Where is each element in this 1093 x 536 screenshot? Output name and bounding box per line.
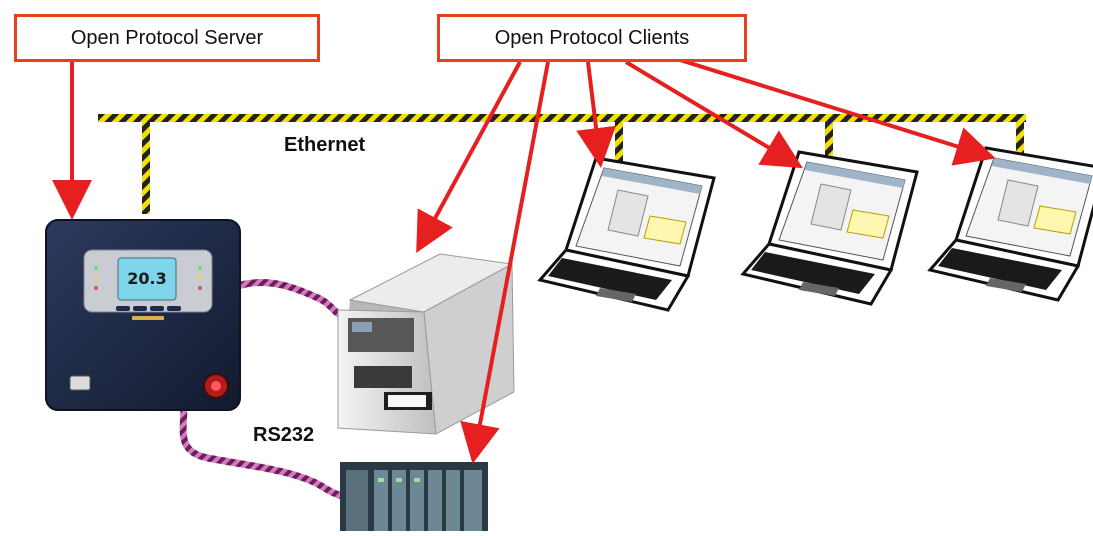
arrow-clients-to-laptop-1 <box>576 61 616 168</box>
laptop-3 <box>927 146 1093 302</box>
arrow-clients-to-laptop-3 <box>679 58 996 166</box>
ethernet-label: Ethernet <box>284 134 366 156</box>
controller-screen <box>117 257 177 301</box>
ethernet-drop-laptop-1 <box>615 118 623 170</box>
ethernet-bus <box>98 114 1026 214</box>
laptop-2 <box>740 150 919 306</box>
rs232-label: RS232 <box>253 424 315 446</box>
ethernet-drop-controller <box>142 118 150 214</box>
controller-port <box>69 375 91 391</box>
ethernet-drop-laptop-2 <box>825 118 833 166</box>
arrow-clients-to-printer <box>416 61 522 254</box>
serial-cable-plc <box>179 405 343 500</box>
clients-callout: Open Protocol Clients <box>437 14 747 62</box>
arrows <box>52 58 996 464</box>
plc-rack <box>340 462 488 531</box>
controller-device: 20.3 <box>45 219 241 411</box>
arrow-clients-to-plc <box>460 61 550 464</box>
label-printer <box>337 253 515 435</box>
ethernet-drop-laptop-3 <box>1016 118 1024 160</box>
serial-cable-printer <box>236 279 348 322</box>
serial-cables <box>179 279 348 500</box>
arrow-clients-to-laptop-2 <box>624 60 803 169</box>
server-callout: Open Protocol Server <box>14 14 320 62</box>
ethernet-backbone <box>98 114 1026 122</box>
controller-display-value: 20.3 <box>127 269 166 288</box>
laptop-1 <box>537 156 716 312</box>
